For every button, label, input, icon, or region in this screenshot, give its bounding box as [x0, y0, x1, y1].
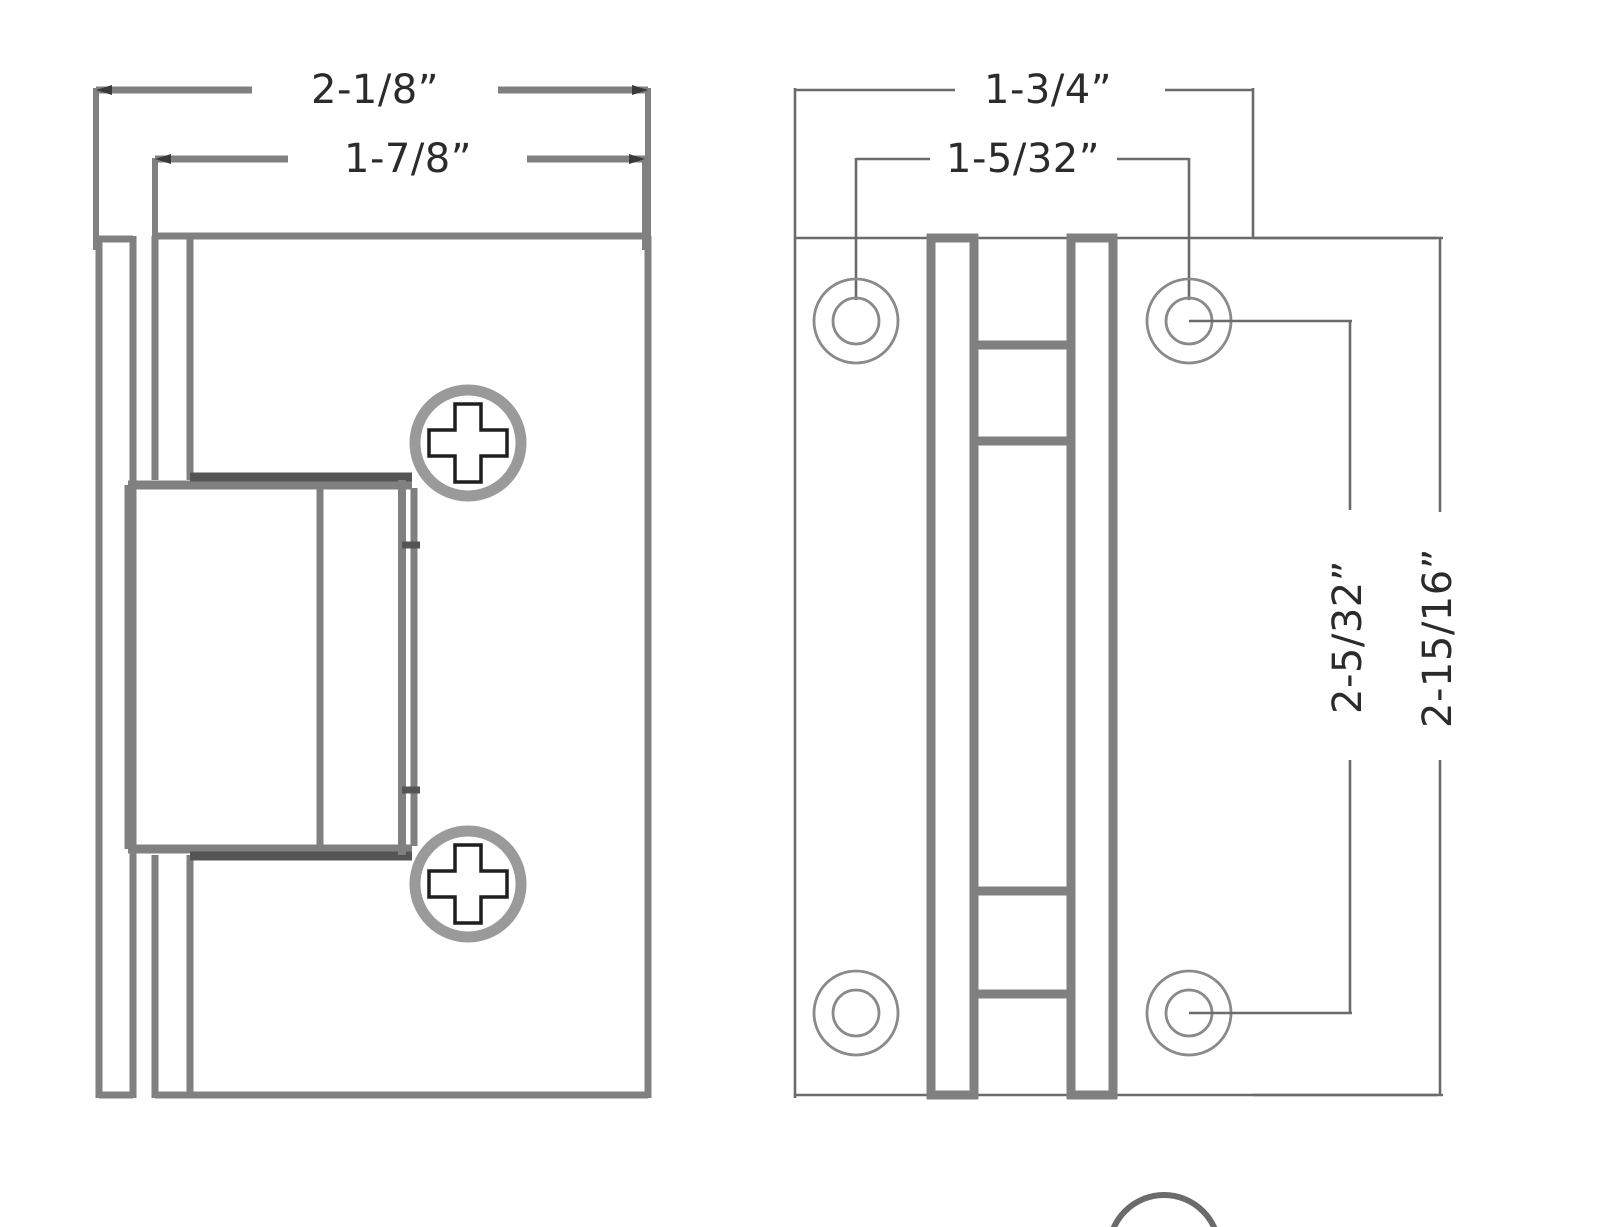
dimension-overall-height: 2-15/16” — [1253, 236, 1461, 1097]
dimension-label-hole-spacing-width: 1-5/32” — [946, 136, 1100, 182]
counterbore-inner-circle — [831, 988, 881, 1038]
dimension-label-overall-width: 2-1/8” — [311, 67, 439, 113]
dimension-plate-width: 1-3/4” — [793, 67, 1255, 1098]
right-front-elevation-view: 1-3/4” 1-5/32” — [793, 67, 1461, 1100]
hinge-knuckle-assembly — [926, 233, 1118, 1100]
hole-bottom-left — [812, 969, 900, 1057]
screw-upper — [409, 384, 527, 502]
arrowhead-left — [155, 154, 171, 164]
partial-circle-icon — [1110, 1192, 1218, 1227]
left-side-elevation-view: 2-1/8” 1-7/8” — [93, 67, 652, 1099]
cropped-arc-bottom — [1110, 1192, 1218, 1227]
screw-head-outer-circle — [409, 384, 527, 502]
phillips-cross-slot-icon — [427, 843, 509, 925]
hinge-side-profile — [95, 232, 652, 1099]
dimension-hole-spacing-height: 2-5/32” — [1189, 319, 1371, 1015]
dimension-label-inner-width: 1-7/8” — [344, 136, 472, 182]
arrowhead-left — [96, 85, 112, 95]
dimension-label-plate-width: 1-3/4” — [984, 67, 1112, 113]
hole-top-left — [812, 277, 900, 365]
dimension-hole-spacing-width: 1-5/32” — [854, 136, 1191, 300]
arrowhead-right — [632, 85, 648, 95]
screw-head-outer-circle — [409, 825, 527, 943]
dimension-label-overall-height: 2-15/16” — [1415, 548, 1461, 728]
phillips-cross-slot-icon — [427, 402, 509, 484]
counterbore-outer-circle — [812, 969, 900, 1057]
arrowhead-right — [629, 154, 645, 164]
screw-lower — [409, 825, 527, 943]
counterbore-outer-circle — [812, 277, 900, 365]
dimension-label-hole-spacing-height: 2-5/32” — [1325, 560, 1371, 714]
counterbore-inner-circle — [831, 296, 881, 346]
